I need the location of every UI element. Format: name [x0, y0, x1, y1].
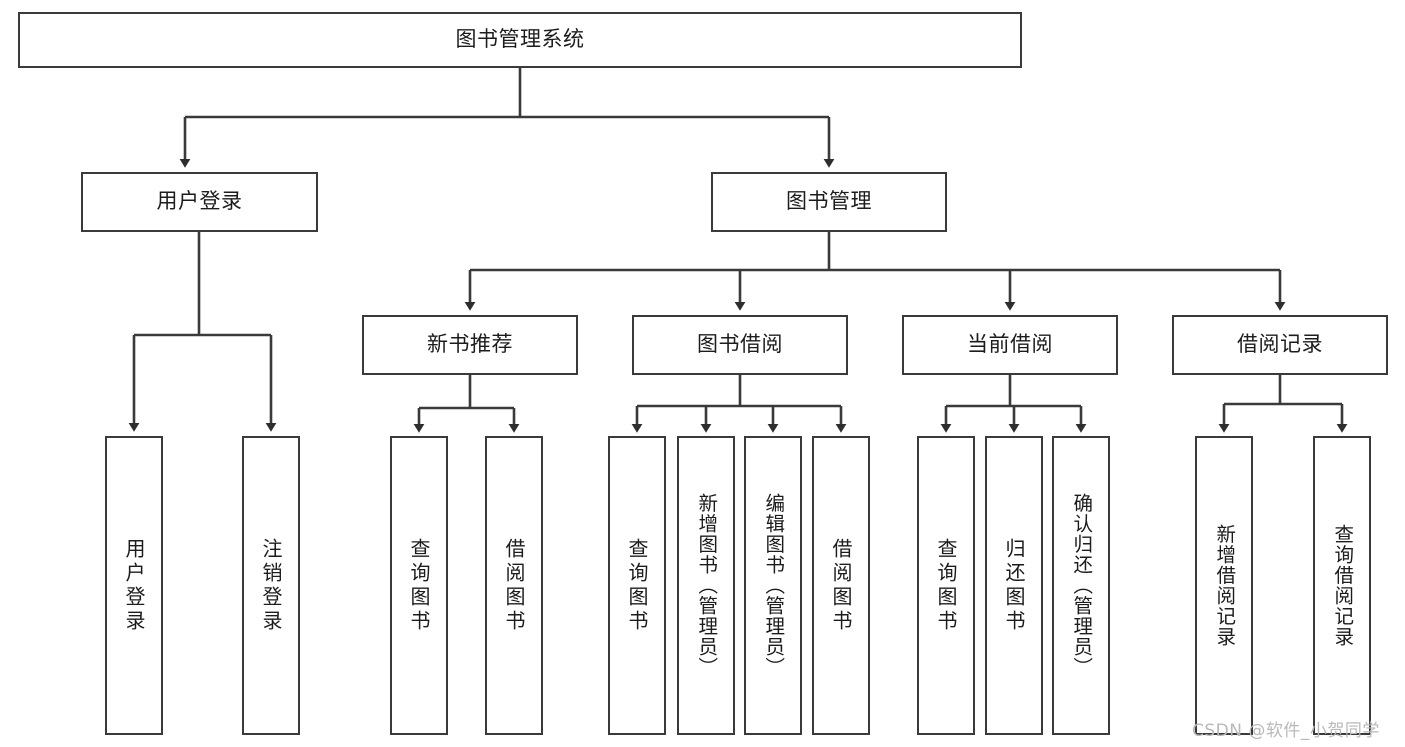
leaf-new-book-borrow-label: 借阅图书 — [502, 537, 526, 634]
leaf-current-return-book-label: 归还图书 — [1002, 537, 1026, 634]
node-root-label: 图书管理系统 — [455, 27, 585, 52]
leaf-user-login[interactable]: 用户登录 — [105, 436, 163, 735]
leaf-borrow-query-book[interactable]: 查询图书 — [608, 436, 666, 735]
leaf-current-confirm-return[interactable]: 确认归还（管理员） — [1052, 436, 1110, 735]
csdn-watermark: CSDN @软件_小贺同学 — [1192, 721, 1380, 741]
node-user-login-label: 用户登录 — [156, 189, 243, 214]
leaf-current-query-book-label: 查询图书 — [934, 537, 958, 634]
leaf-user-logout[interactable]: 注销登录 — [242, 436, 300, 735]
node-book-management[interactable]: 图书管理 — [711, 172, 947, 232]
node-book-management-label: 图书管理 — [786, 189, 872, 214]
leaf-new-book-query-label: 查询图书 — [407, 537, 431, 634]
leaf-borrow-add-book[interactable]: 新增图书（管理员） — [677, 436, 735, 735]
node-book-borrow[interactable]: 图书借阅 — [632, 315, 848, 375]
leaf-user-login-label: 用户登录 — [122, 537, 146, 634]
node-current-borrow[interactable]: 当前借阅 — [902, 315, 1118, 375]
node-new-book-recommend[interactable]: 新书推荐 — [362, 315, 578, 375]
node-new-book-recommend-label: 新书推荐 — [427, 332, 513, 357]
node-root[interactable]: 图书管理系统 — [18, 12, 1022, 68]
leaf-record-add[interactable]: 新增借阅记录 — [1195, 436, 1253, 735]
leaf-borrow-borrow-book[interactable]: 借阅图书 — [812, 436, 870, 735]
leaf-borrow-borrow-book-label: 借阅图书 — [829, 537, 853, 634]
leaf-current-query-book[interactable]: 查询图书 — [917, 436, 975, 735]
leaf-new-book-borrow[interactable]: 借阅图书 — [485, 436, 543, 735]
node-borrow-records[interactable]: 借阅记录 — [1172, 315, 1388, 375]
node-borrow-records-label: 借阅记录 — [1237, 332, 1323, 357]
node-user-login[interactable]: 用户登录 — [81, 172, 318, 232]
node-current-borrow-label: 当前借阅 — [967, 332, 1053, 357]
leaf-current-return-book[interactable]: 归还图书 — [985, 436, 1043, 735]
leaf-record-query-label: 查询借阅记录 — [1330, 524, 1354, 647]
leaf-borrow-query-book-label: 查询图书 — [625, 537, 649, 634]
leaf-borrow-edit-book-label: 编辑图书（管理员） — [761, 493, 785, 678]
node-book-borrow-label: 图书借阅 — [697, 332, 783, 357]
leaf-user-logout-label: 注销登录 — [259, 537, 283, 634]
leaf-record-query[interactable]: 查询借阅记录 — [1313, 436, 1371, 735]
leaf-borrow-edit-book[interactable]: 编辑图书（管理员） — [744, 436, 802, 735]
leaf-borrow-add-book-label: 新增图书（管理员） — [694, 493, 718, 678]
leaf-new-book-query[interactable]: 查询图书 — [390, 436, 448, 735]
leaf-current-confirm-return-label: 确认归还（管理员） — [1069, 493, 1093, 678]
leaf-record-add-label: 新增借阅记录 — [1212, 524, 1236, 647]
